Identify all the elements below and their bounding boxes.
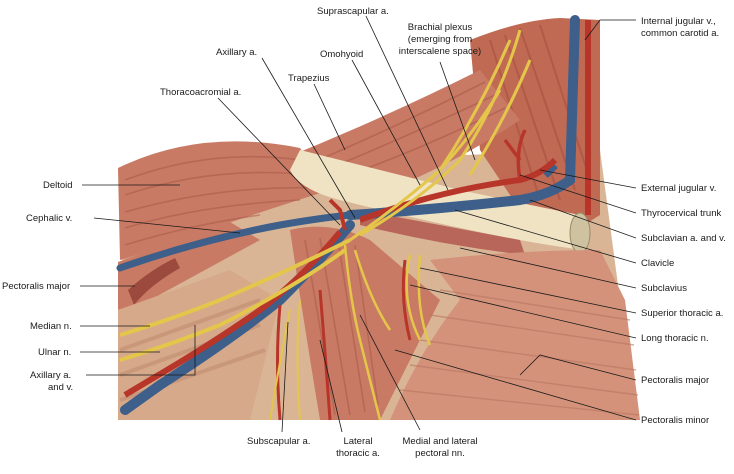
label-ulnar: Ulnar n. bbox=[38, 347, 71, 358]
label-clavicle: Clavicle bbox=[641, 258, 674, 269]
long-thoracic-nerve bbox=[405, 254, 432, 346]
label-brachial-plexus-1: Brachial plexus bbox=[408, 22, 473, 33]
leader-brachial-plexus bbox=[439, 61, 476, 161]
thoracoacromial-artery bbox=[328, 198, 347, 231]
median-nerve bbox=[119, 238, 351, 337]
cephalic-vein bbox=[116, 211, 354, 272]
leader-subclavius bbox=[459, 247, 637, 289]
label-cephalic: Cephalic v. bbox=[26, 213, 72, 224]
label-thoracoacromial: Thoracoacromial a. bbox=[160, 87, 241, 98]
thyrocervical-artery bbox=[503, 129, 527, 181]
label-subscapular: Subscapular a. bbox=[247, 436, 310, 447]
leader-subclavian bbox=[529, 199, 637, 239]
leader-clavicle bbox=[454, 209, 637, 264]
trapezius-muscle bbox=[280, 70, 520, 187]
leader-cephalic bbox=[93, 217, 241, 234]
label-medial-lateral-2: pectoral nn. bbox=[415, 448, 465, 459]
label-pectoralis-minor: Pectoralis minor bbox=[641, 415, 709, 426]
leader-superior-thoracic bbox=[419, 267, 637, 314]
label-deltoid: Deltoid bbox=[43, 180, 73, 191]
label-suprascapular: Suprascapular a. bbox=[317, 6, 389, 17]
leader-lines bbox=[80, 15, 637, 433]
label-pectoralis-major-right: Pectoralis major bbox=[641, 375, 709, 386]
axillary-artery bbox=[123, 230, 343, 398]
label-axillary-a: Axillary a. bbox=[216, 47, 257, 58]
pectoralis-minor-fibres bbox=[304, 237, 379, 416]
label-long-thoracic: Long thoracic n. bbox=[641, 333, 709, 344]
superior-thoracic-artery bbox=[401, 259, 412, 341]
leader-omohyoid bbox=[351, 59, 421, 186]
leader-external-jugular bbox=[539, 169, 637, 189]
ulnar-nerve bbox=[119, 248, 347, 362]
small-nerve-branches bbox=[269, 299, 301, 421]
label-lateral-thoracic-1: Lateral bbox=[343, 436, 372, 447]
label-lateral-thoracic-2: thoracic a. bbox=[336, 448, 380, 459]
leader-lateral-thoracic bbox=[319, 339, 343, 433]
leader-long-thoracic bbox=[409, 284, 637, 339]
label-axillary-av-2: and v. bbox=[48, 382, 73, 393]
leader-internal-jugular bbox=[584, 19, 636, 41]
leader-axillary-av bbox=[86, 325, 196, 376]
pectoralis-major-right-muscle bbox=[390, 250, 640, 420]
leader-thoracoacromial bbox=[217, 97, 341, 226]
pectoralis-major-stump bbox=[128, 258, 180, 305]
leader-axillary-a bbox=[261, 57, 356, 219]
subscapular-artery bbox=[276, 304, 282, 421]
label-subclavian: Subclavian a. and v. bbox=[641, 233, 726, 244]
label-subclavius: Subclavius bbox=[641, 283, 687, 294]
deltoid-muscle bbox=[118, 141, 330, 260]
external-jugular-vein bbox=[542, 162, 558, 178]
leader-trapezius bbox=[313, 83, 346, 151]
leader-pectoral-nn bbox=[359, 314, 421, 431]
leader-suprascapular bbox=[365, 15, 449, 191]
pectoralis-major-right-fibres bbox=[399, 289, 640, 416]
label-external-jugular: External jugular v. bbox=[641, 183, 716, 194]
leader-thyrocervical bbox=[519, 174, 637, 214]
label-thyrocervical: Thyrocervical trunk bbox=[641, 208, 721, 219]
clavicle-bone bbox=[290, 150, 585, 250]
leader-pectoralis-minor bbox=[394, 349, 637, 421]
label-internal-jugular-1: Internal jugular v., bbox=[641, 16, 716, 27]
pectoralis-major-cut bbox=[118, 222, 260, 310]
dissection-image bbox=[116, 15, 640, 421]
leader-pectoralis-major-right bbox=[519, 354, 637, 381]
label-omohyoid: Omohyoid bbox=[320, 49, 363, 60]
label-medial-lateral-1: Medial and lateral bbox=[403, 436, 478, 447]
pectoral-nerves bbox=[343, 244, 392, 421]
label-trapezius: Trapezius bbox=[288, 73, 330, 84]
subclavius-muscle bbox=[360, 210, 525, 255]
label-axillary-av-1: Axillary a. bbox=[30, 370, 71, 381]
lateral-thoracic-artery bbox=[318, 289, 332, 421]
label-median: Median n. bbox=[30, 321, 72, 332]
label-superior-thoracic: Superior thoracic a. bbox=[641, 308, 723, 319]
labels: Suprascapular a. Brachial plexus (emergi… bbox=[2, 6, 726, 459]
leader-subscapular bbox=[281, 321, 289, 433]
deltoid-fibres bbox=[124, 155, 319, 246]
label-brachial-plexus-3: interscalene space) bbox=[399, 46, 481, 57]
brachial-plexus bbox=[349, 29, 532, 242]
label-brachial-plexus-2: (emerging from bbox=[408, 34, 472, 45]
label-pectoralis-major-left: Pectoralis major bbox=[2, 281, 70, 292]
label-internal-jugular-2: common carotid a. bbox=[641, 28, 719, 39]
